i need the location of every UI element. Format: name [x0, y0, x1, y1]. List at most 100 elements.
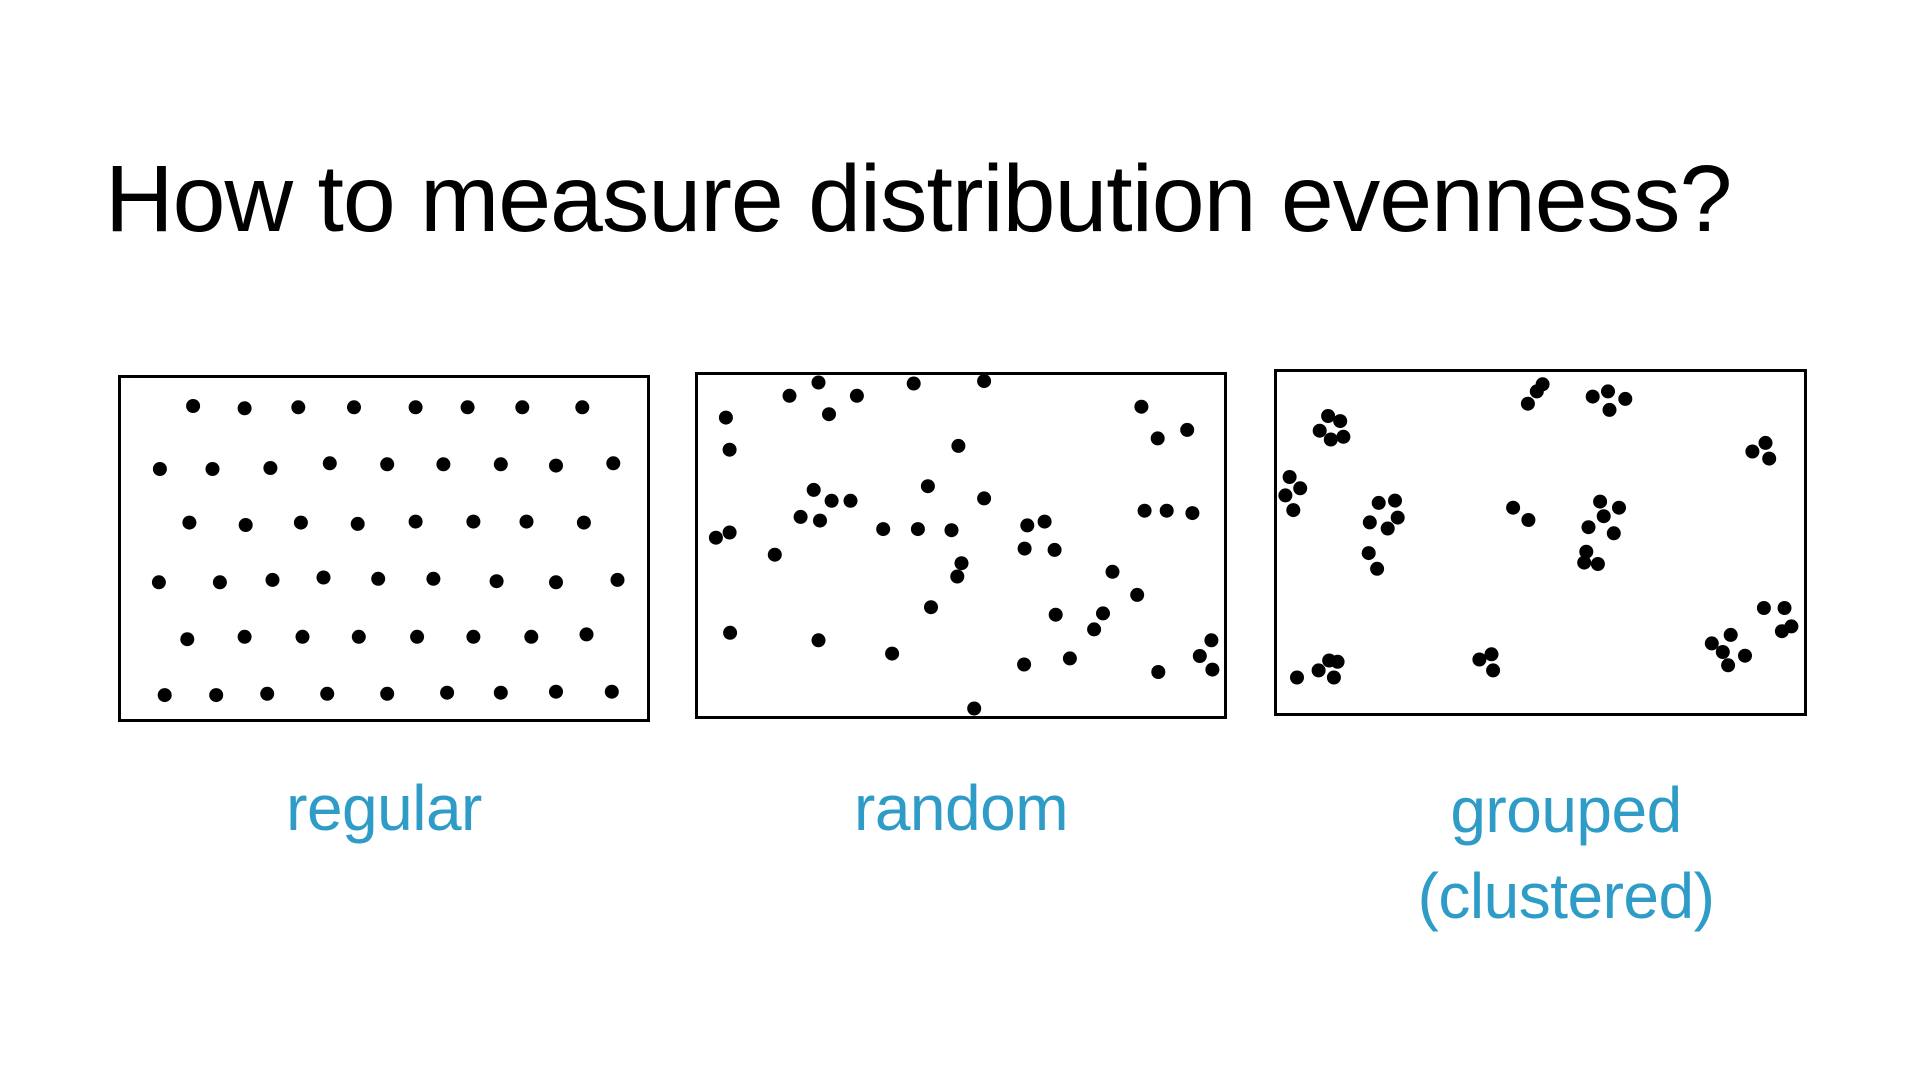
random-dot-18 [793, 509, 808, 524]
regular-dot-38 [351, 629, 366, 644]
random-dot-27 [1185, 506, 1200, 521]
regular-dot-33 [549, 575, 563, 590]
regular-distribution-panel [118, 375, 650, 722]
regular-dot-13 [380, 457, 395, 472]
grouped-dot-10 [1371, 495, 1386, 510]
regular-dot-14 [436, 457, 451, 472]
random-dot-32 [1047, 542, 1062, 557]
random-dot-44 [1017, 657, 1032, 672]
random-caption-line: random [854, 772, 1069, 844]
regular-dot-11 [263, 461, 278, 475]
regular-dot-32 [489, 574, 504, 589]
random-dot-22 [944, 523, 959, 538]
regular-dot-45 [260, 686, 275, 701]
regular-dot-41 [524, 629, 539, 644]
grouped-dot-11 [1388, 493, 1402, 508]
grouped-dot-40 [1784, 619, 1799, 634]
regular-dot-42 [579, 627, 594, 642]
grouped-dot-15 [1361, 546, 1376, 561]
regular-dot-5 [408, 400, 423, 415]
random-dot-9 [1150, 431, 1165, 446]
random-dot-6 [906, 376, 921, 391]
grouped-dot-29 [1581, 520, 1596, 535]
grouped-dot-41 [1704, 636, 1719, 651]
grouped-dot-36 [1762, 451, 1777, 466]
random-dot-13 [806, 482, 821, 497]
random-dot-19 [813, 513, 827, 528]
random-dot-29 [722, 525, 737, 540]
random-dot-48 [1204, 633, 1219, 648]
regular-dot-20 [293, 515, 308, 530]
random-dot-28 [708, 530, 723, 545]
grouped-dot-19 [1535, 377, 1550, 392]
grouped-dot-46 [1311, 663, 1326, 678]
grouped-dot-32 [1577, 555, 1592, 570]
grouped-dot-44 [1738, 648, 1752, 663]
regular-dot-6 [460, 400, 475, 415]
random-dot-20 [876, 522, 891, 537]
grouped-dot-26 [1593, 494, 1608, 509]
random-dot-1 [718, 410, 733, 425]
regular-dot-15 [493, 457, 508, 472]
random-distribution-panel [695, 372, 1227, 719]
grouped-dot-25 [1521, 513, 1536, 527]
grouped-dot-52 [1484, 647, 1499, 662]
grouped-dot-7 [1293, 481, 1308, 496]
regular-dot-30 [371, 571, 386, 586]
grouped-dot-21 [1601, 384, 1615, 399]
random-dot-23 [1020, 518, 1035, 533]
regular-dot-51 [604, 684, 619, 699]
regular-dot-43 [157, 688, 172, 703]
random-dot-43 [885, 646, 900, 661]
grouped-distribution-panel [1274, 369, 1807, 716]
regular-dot-8 [575, 400, 590, 415]
grouped-caption-line-2: (clustered) [1417, 860, 1715, 932]
regular-dot-10 [205, 462, 220, 476]
regular-dot-34 [610, 572, 625, 587]
grouped-dot-38 [1777, 601, 1792, 615]
random-dot-plot [708, 375, 1220, 716]
regular-dot-28 [265, 572, 280, 587]
grouped-dot-30 [1606, 526, 1621, 541]
random-dot-4 [822, 407, 836, 422]
random-dot-41 [723, 625, 738, 640]
random-dot-42 [811, 633, 826, 648]
regular-dot-12 [322, 456, 337, 471]
grouped-dot-50 [1290, 670, 1304, 685]
random-dot-8 [1134, 399, 1149, 414]
random-dot-21 [910, 522, 925, 537]
regular-dot-40 [466, 629, 481, 644]
regular-dot-2 [237, 401, 252, 416]
random-dot-33 [954, 556, 969, 571]
regular-dot-3 [291, 400, 306, 415]
grouped-dot-17 [1520, 396, 1535, 411]
grouped-dot-12 [1362, 515, 1377, 530]
random-dot-50 [967, 701, 982, 716]
grouped-dot-51 [1472, 652, 1487, 667]
random-dot-34 [950, 569, 965, 584]
regular-dot-1 [186, 399, 201, 413]
grouped-dot-27 [1612, 500, 1626, 515]
regular-dot-37 [295, 629, 310, 644]
regular-dot-19 [238, 518, 253, 532]
grouped-dot-43 [1715, 645, 1730, 659]
regular-dot-29 [316, 570, 331, 585]
random-dot-46 [1151, 665, 1166, 679]
grouped-dot-plot [1278, 377, 1799, 685]
random-dot-3 [811, 375, 826, 390]
random-dot-12 [951, 438, 966, 453]
random-dot-16 [920, 479, 935, 494]
regular-dot-27 [212, 575, 227, 590]
grouped-dot-6 [1282, 470, 1297, 484]
regular-dot-39 [410, 629, 425, 644]
regular-dot-22 [408, 514, 423, 529]
random-dot-45 [1062, 651, 1077, 666]
regular-dot-44 [209, 688, 224, 703]
grouped-dot-35 [1758, 435, 1773, 450]
regular-dot-35 [180, 632, 195, 647]
regular-dot-49 [493, 685, 508, 700]
random-dot-35 [1105, 564, 1120, 579]
regular-dot-50 [549, 684, 563, 699]
regular-dot-21 [350, 516, 365, 531]
regular-dot-plot [151, 399, 625, 703]
